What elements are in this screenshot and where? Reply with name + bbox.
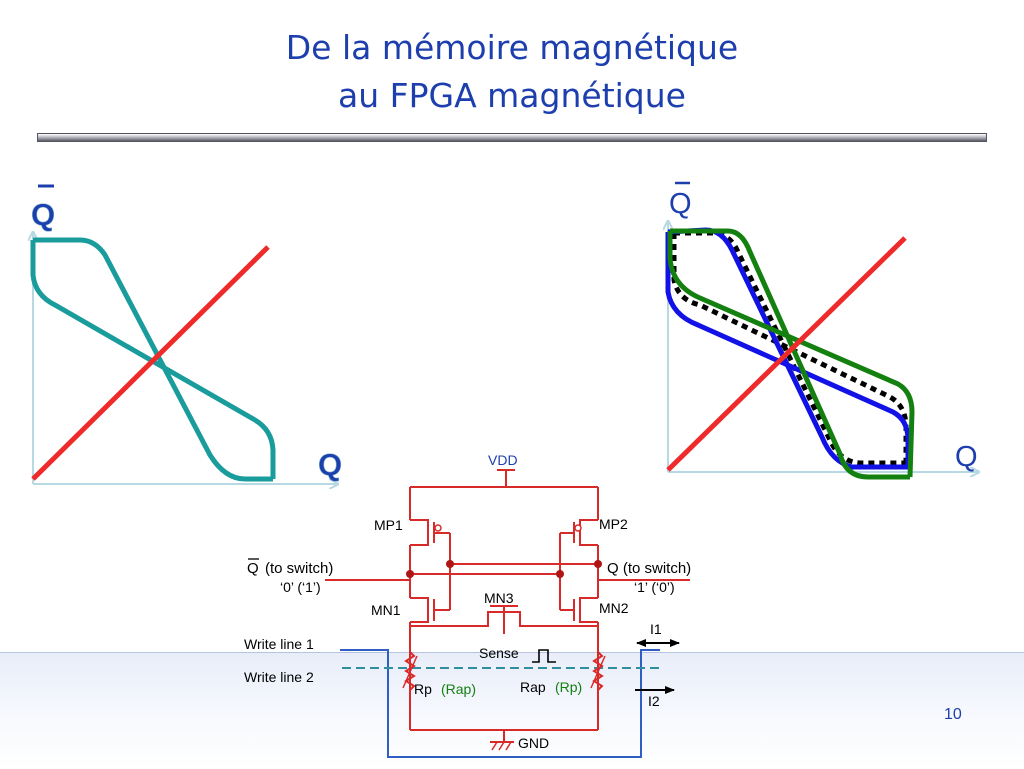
mp1-transistor	[410, 519, 450, 546]
page-number: 10	[944, 706, 962, 723]
vdd-label: VDD	[488, 452, 518, 468]
q-values-label: ‘1’ (‘0’)	[634, 579, 675, 595]
right-blue-curve-2	[665, 232, 911, 467]
title-divider	[37, 133, 987, 142]
q-to-switch-label: Q (to switch)	[607, 560, 691, 577]
rap-right-variable-arrow	[590, 655, 606, 689]
mn2-transistor	[560, 597, 598, 623]
mp1-label: MP1	[374, 517, 403, 533]
write-line-1-label: Write line 1	[244, 636, 314, 652]
sense-label: Sense	[479, 645, 519, 661]
junction-dot	[446, 560, 454, 568]
slide-footer-band	[0, 652, 1024, 769]
mn1-label: MN1	[371, 602, 401, 618]
sense-pulse-icon	[532, 649, 556, 663]
write-line-2-label: Write line 2	[244, 669, 314, 685]
junction-dot	[556, 570, 564, 578]
rp-left-label: Rp	[414, 681, 432, 697]
write-line-1-wire	[340, 649, 660, 758]
rp-right-paren-label: (Rp)	[555, 679, 582, 695]
left-transfer-plot: Q Q	[30, 184, 342, 484]
mn2-label: MN2	[599, 600, 629, 616]
gnd-label: GND	[518, 735, 549, 751]
left-butterfly-curve-2	[30, 240, 276, 479]
left-x-axis-label: Q	[318, 447, 342, 482]
rap-left-paren-label: (Rap)	[441, 681, 476, 697]
right-x-axis-label: Q	[955, 441, 978, 473]
i1-label: I1	[650, 621, 662, 637]
right-transfer-plot: Q Q	[665, 181, 978, 480]
mram-latch-circuit: VDD MP1 MP2 MN1 MN2 MN3 Q (to switch) ‘0…	[244, 452, 691, 758]
right-identity-line	[666, 236, 907, 472]
qbar-label: Q	[247, 560, 259, 577]
mn3-label: MN3	[484, 590, 514, 606]
right-y-axis-label: Q	[669, 188, 692, 220]
i2-label: I2	[648, 693, 660, 709]
mp2-transistor	[560, 519, 598, 546]
right-green-curve-1	[670, 228, 910, 480]
mn3-transistor	[410, 605, 598, 634]
junction-dot	[594, 560, 602, 568]
mp2-label: MP2	[599, 516, 628, 532]
gnd-symbol	[490, 741, 514, 751]
qbar-values-label: ‘0’ (‘1’)	[280, 579, 321, 595]
rp-left-resistor	[404, 651, 416, 691]
rap-right-label: Rap	[520, 679, 546, 695]
slide-title-line1: De la mémoire magnétique	[285, 28, 739, 67]
rap-right-resistor	[592, 651, 604, 691]
mn1-transistor	[410, 597, 450, 623]
junction-dot	[406, 570, 414, 578]
left-y-axis-label: Q	[31, 197, 55, 232]
slide-title-line2: au FPGA magnétique	[338, 76, 686, 115]
rp-left-variable-arrow	[402, 655, 418, 689]
left-identity-line	[31, 245, 270, 481]
qbar-to-switch-label: (to switch)	[265, 560, 333, 577]
